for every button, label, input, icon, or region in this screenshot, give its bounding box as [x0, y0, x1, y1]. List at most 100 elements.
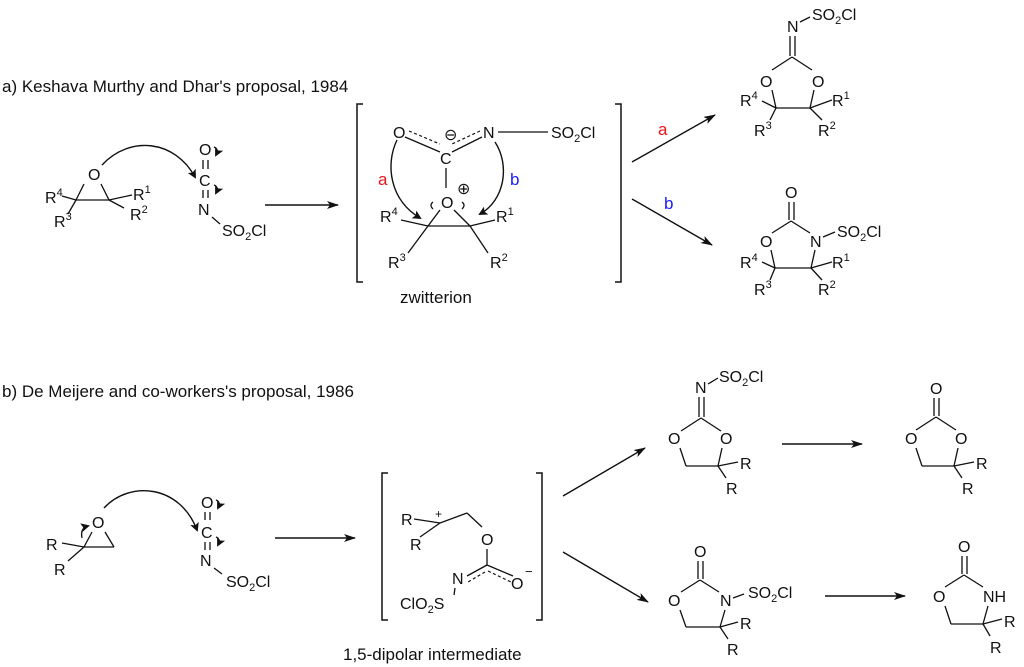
svg-text:SO2Cl: SO2Cl [812, 7, 856, 27]
svg-text:O: O [760, 74, 772, 91]
svg-text:R3: R3 [54, 211, 72, 231]
svg-text:R1: R1 [832, 90, 850, 110]
bracket-left-a [356, 103, 363, 283]
svg-text:R: R [976, 456, 988, 473]
svg-text:SO2Cl: SO2Cl [226, 574, 270, 594]
svg-text:R4: R4 [45, 187, 63, 207]
svg-text:O: O [812, 74, 824, 91]
svg-text:O: O [92, 515, 104, 532]
arrow-label-a: a [658, 120, 668, 139]
product-oxazolidinone-nh: O O NH R R [933, 539, 1016, 657]
svg-text:O: O [88, 167, 100, 184]
svg-text:N: N [787, 19, 799, 36]
svg-text:SO2Cl: SO2Cl [222, 223, 266, 243]
svg-text:R: R [410, 537, 422, 554]
section-a-title: a) Keshava Murthy and Dhar's proposal, 1… [2, 77, 348, 96]
svg-text:R: R [401, 512, 413, 529]
svg-text:R4: R4 [740, 252, 758, 272]
svg-text:N: N [720, 593, 732, 610]
svg-text:NH: NH [983, 589, 1006, 606]
svg-text:R2: R2 [490, 252, 508, 272]
svg-text:R: R [990, 640, 1002, 657]
svg-text:R4: R4 [740, 90, 758, 110]
svg-text:N: N [200, 553, 212, 570]
svg-text:R: R [54, 562, 66, 579]
svg-text:C: C [199, 173, 211, 190]
svg-text:SO2Cl: SO2Cl [551, 125, 595, 145]
bracket-right-a [615, 103, 622, 283]
product-imino-dioxolane-b: N SO2Cl O O R R [668, 369, 763, 498]
product-n-sulfonyl-oxazolidinone-b: O O N SO2Cl R R [668, 544, 792, 659]
svg-text:R: R [727, 642, 739, 659]
svg-text:C: C [201, 525, 213, 542]
svg-text:⊕: ⊕ [457, 181, 470, 198]
curved-arrow-attack-a [101, 144, 196, 179]
path-a-label: a [378, 170, 388, 189]
product-cyclic-carbonate: O O O R R [905, 381, 988, 498]
svg-text:R3: R3 [754, 120, 772, 140]
svg-text:O: O [958, 539, 970, 556]
svg-text:R1: R1 [496, 206, 514, 226]
bracket-left-b [381, 472, 388, 621]
product-b-oxazolidinone: O O N SO2Cl R4 R3 R1 R2 [740, 185, 881, 299]
svg-text:O: O [511, 576, 523, 593]
arrow-label-b: b [664, 194, 673, 213]
svg-text:O: O [760, 234, 772, 251]
section-b-title: b) De Meijere and co-workers's proposal,… [2, 382, 354, 401]
svg-text:O: O [933, 589, 945, 606]
svg-text:R2: R2 [130, 204, 148, 224]
svg-text:O: O [441, 195, 453, 212]
svg-text:ClO2S: ClO2S [400, 596, 444, 616]
arrow-to-imino-product [562, 447, 646, 497]
svg-text:O: O [393, 125, 405, 142]
zwitterion-structure: O ⊖ N SO2Cl C O ⊕ R4 R1 R3 R2 [380, 125, 595, 272]
svg-text:R: R [962, 481, 974, 498]
svg-text:O: O [668, 431, 680, 448]
arrow-to-oxazolidinone-product [562, 551, 649, 603]
svg-text:O: O [481, 532, 493, 549]
svg-text:O: O [720, 431, 732, 448]
svg-text:O: O [905, 431, 917, 448]
svg-text:N: N [452, 571, 464, 588]
epoxide-reactant-a: O R4 R3 R1 R2 [45, 167, 151, 231]
product-a-iminodioxolane: N SO2Cl O O R4 R3 R1 R2 [740, 7, 856, 140]
svg-text:R4: R4 [380, 206, 398, 226]
svg-text:C: C [440, 151, 452, 168]
svg-text:SO2Cl: SO2Cl [748, 585, 792, 605]
csi-reactant-a: O C N SO2Cl [198, 142, 266, 243]
svg-text:R1: R1 [133, 184, 151, 204]
svg-text:N: N [198, 202, 210, 219]
path-b-label: b [510, 170, 519, 189]
svg-text:R: R [740, 616, 752, 633]
svg-text:O: O [668, 593, 680, 610]
svg-text:R3: R3 [388, 252, 406, 272]
svg-text:R: R [726, 481, 738, 498]
svg-text:O: O [930, 381, 942, 398]
svg-text:O: O [694, 544, 706, 561]
svg-text:N: N [695, 380, 707, 397]
csi-reactant-b: O C N SO2Cl [200, 495, 270, 594]
svg-text:N: N [483, 125, 495, 142]
svg-text:O: O [785, 185, 797, 202]
dipolar-intermediate-caption: 1,5-dipolar intermediate [343, 645, 522, 664]
svg-text:R2: R2 [818, 279, 836, 299]
svg-text:R: R [46, 537, 58, 554]
svg-text:SO2Cl: SO2Cl [837, 224, 881, 244]
svg-text:+: + [435, 507, 442, 521]
zwitterion-caption: zwitterion [400, 288, 472, 307]
svg-text:R: R [1004, 614, 1016, 631]
arrow-path-b [631, 198, 713, 246]
svg-text:−: − [525, 564, 533, 579]
dipolar-intermediate-structure: R + R O O − N ClO2S [400, 507, 533, 616]
arrow-path-a [631, 114, 716, 163]
svg-text:R3: R3 [754, 279, 772, 299]
svg-text:O: O [955, 431, 967, 448]
curved-arrow-attack-b [103, 489, 199, 532]
svg-text:R1: R1 [832, 252, 850, 272]
svg-text:R2: R2 [818, 120, 836, 140]
svg-text:N: N [810, 234, 822, 251]
bracket-right-b [536, 472, 543, 621]
svg-text:⊖: ⊖ [444, 127, 457, 144]
svg-text:O: O [199, 142, 211, 159]
